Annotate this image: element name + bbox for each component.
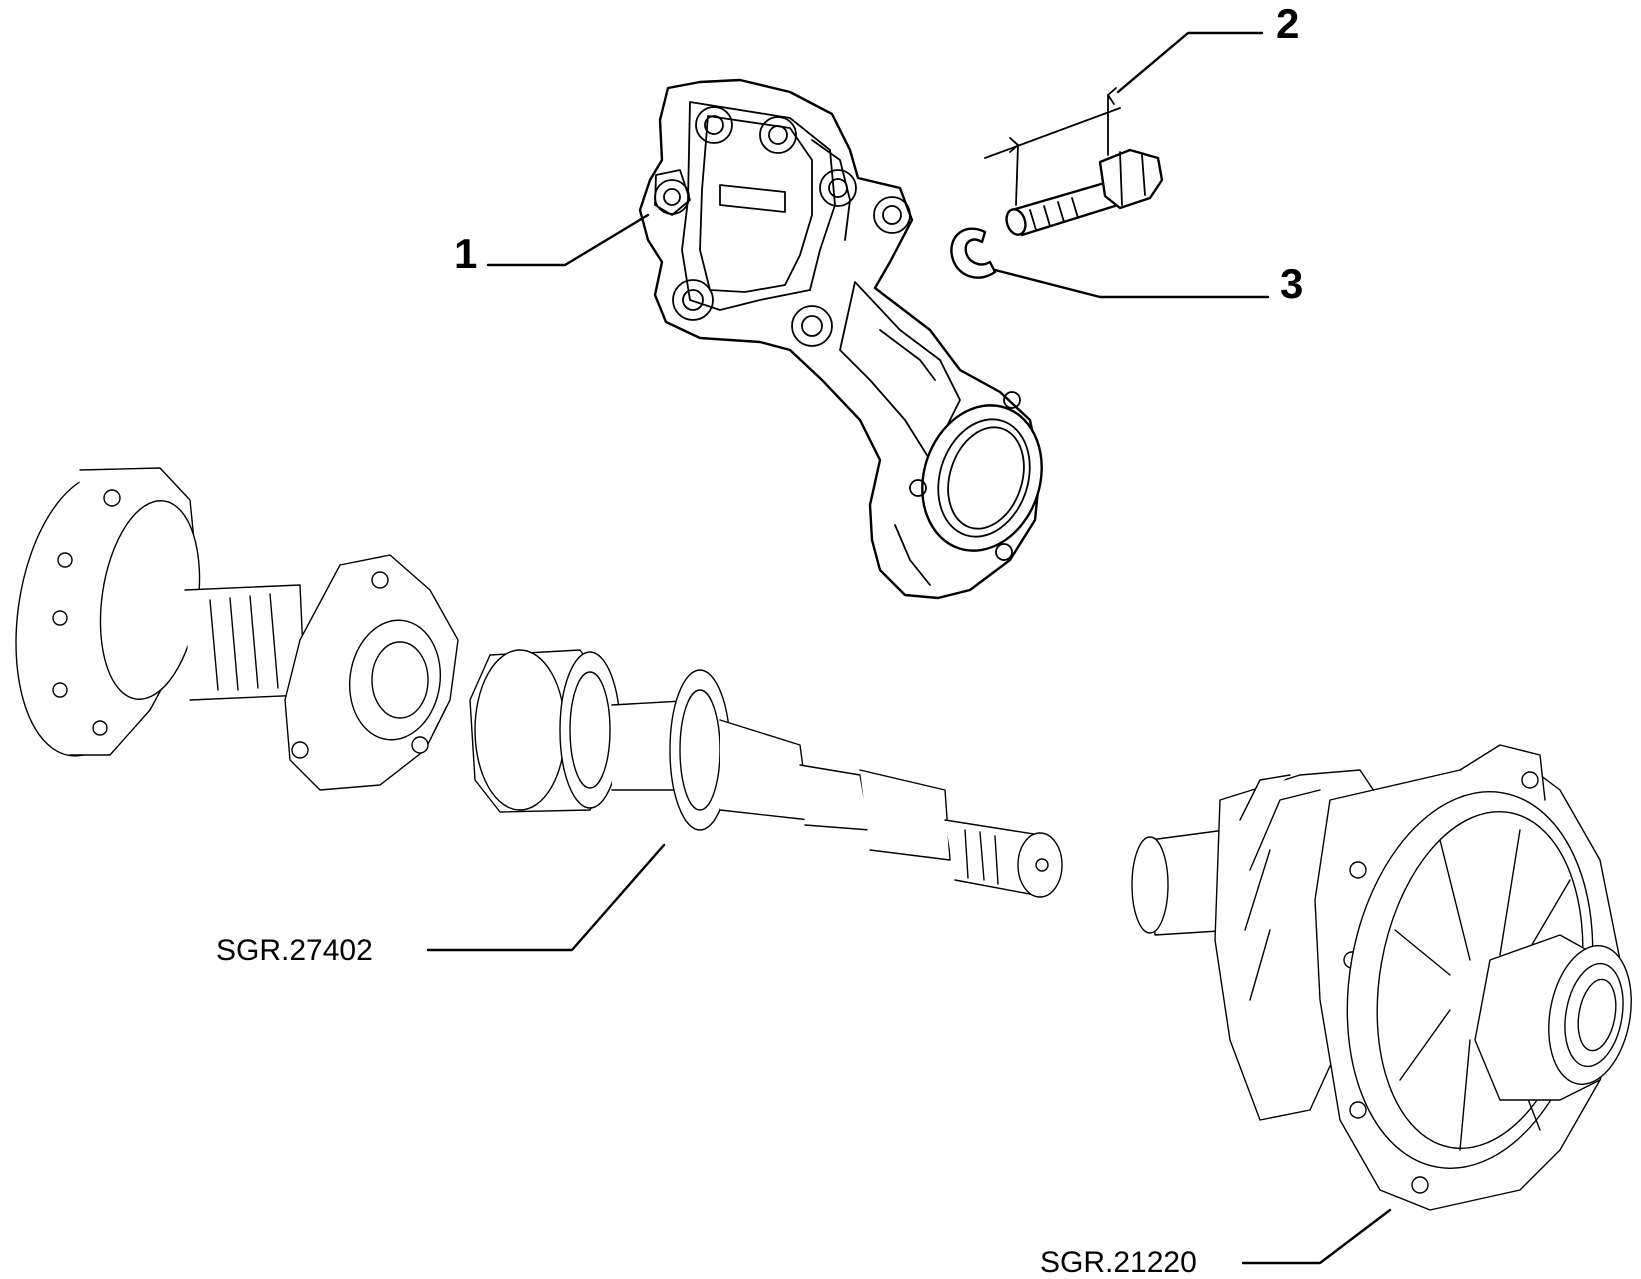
washer-part-3: [950, 227, 997, 279]
leader-line-sgr21220: [1241, 1208, 1392, 1265]
leader-line-1: [486, 213, 650, 267]
callout-label-2: 2: [1276, 0, 1299, 47]
callout-label-1: 1: [454, 230, 477, 277]
differential-assembly: [1131, 744, 1632, 1211]
reference-label-sgr27402: SGR.27402: [216, 934, 373, 967]
support-bracket-part-1: [638, 78, 1043, 600]
reference-label-sgr21220: SGR.21220: [1040, 1246, 1197, 1279]
leader-line-2: [1116, 31, 1264, 94]
callout-label-3: 3: [1280, 260, 1303, 307]
drive-shaft-assembly: [15, 467, 1063, 898]
bolt-part-2: [984, 87, 1164, 237]
leader-line-sgr27402: [426, 843, 666, 952]
leader-line-3: [993, 268, 1270, 299]
